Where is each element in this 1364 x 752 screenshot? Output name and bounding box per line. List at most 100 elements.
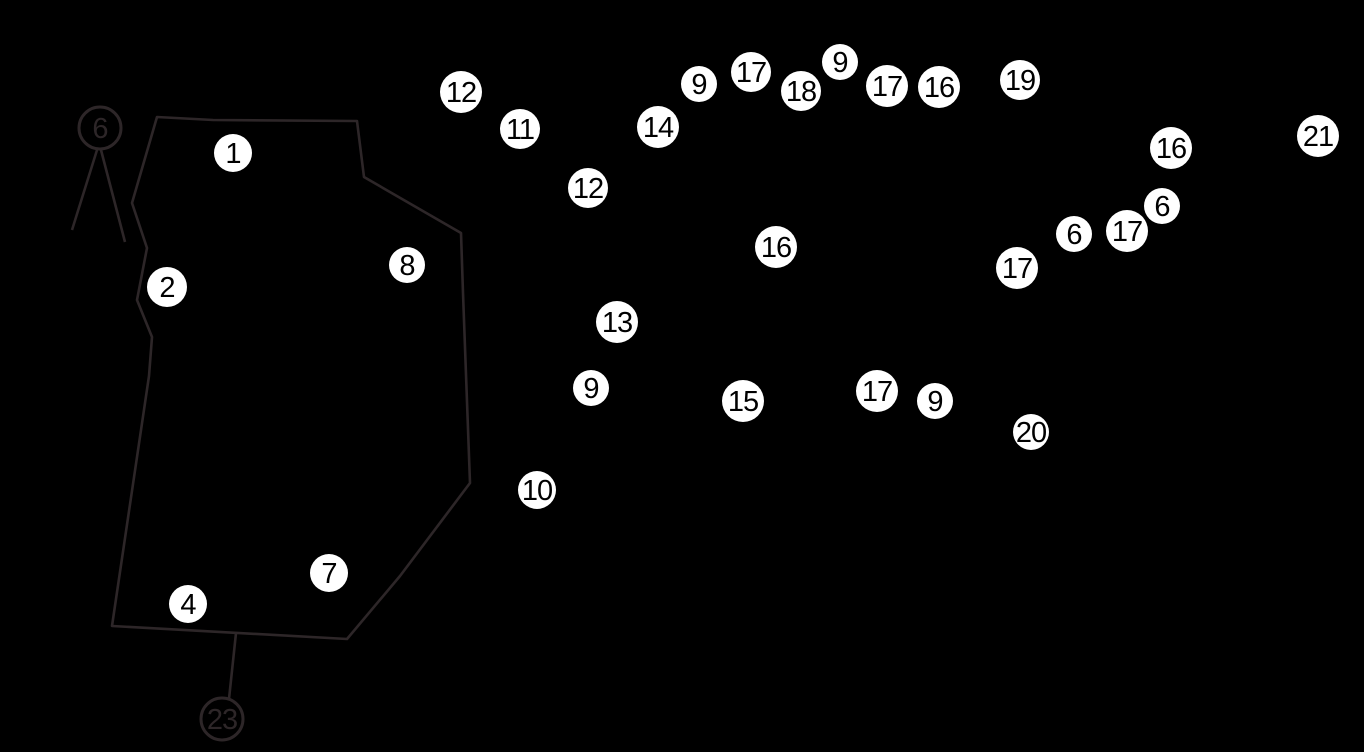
marker-circle bbox=[440, 71, 482, 113]
outlined-circle bbox=[77, 105, 123, 151]
marker-circle bbox=[1056, 216, 1092, 252]
marker-17[interactable]: 17 bbox=[996, 247, 1038, 289]
marker-circle bbox=[147, 267, 187, 307]
marker-number: 17 bbox=[862, 376, 892, 408]
marker-14[interactable]: 14 bbox=[637, 106, 679, 148]
marker-number: 15 bbox=[728, 386, 758, 418]
marker-circle bbox=[1297, 115, 1339, 157]
marker-circle bbox=[1144, 188, 1180, 224]
marker-number: 6 bbox=[1066, 219, 1081, 251]
marker-number: 17 bbox=[1112, 216, 1142, 248]
marker-9[interactable]: 9 bbox=[573, 370, 609, 406]
marker-number: 16 bbox=[1156, 133, 1186, 165]
marker-number: 9 bbox=[691, 69, 706, 101]
marker-circle bbox=[310, 554, 348, 592]
marker-11[interactable]: 11 bbox=[500, 109, 540, 149]
marker-18[interactable]: 18 bbox=[781, 71, 821, 111]
marker-number: 17 bbox=[872, 71, 902, 103]
marker-circle bbox=[389, 247, 425, 283]
marker-circle bbox=[1150, 127, 1192, 169]
marker-number: 19 bbox=[1005, 65, 1035, 97]
marker-17[interactable]: 17 bbox=[1106, 210, 1148, 252]
marker-number: 18 bbox=[786, 76, 816, 108]
marker-number: 23 bbox=[207, 704, 237, 736]
marker-17[interactable]: 17 bbox=[731, 52, 771, 92]
marker-circle bbox=[722, 380, 764, 422]
marker-circle bbox=[1106, 210, 1148, 252]
leader-lines-layer bbox=[70, 149, 238, 700]
marker-circle bbox=[214, 134, 252, 172]
marker-number: 13 bbox=[602, 307, 632, 339]
marker-9[interactable]: 9 bbox=[681, 66, 717, 102]
marker-number: 11 bbox=[506, 114, 534, 146]
marker-number: 9 bbox=[583, 373, 598, 405]
outlined-marker-23[interactable]: 23 bbox=[199, 696, 245, 742]
marker-2[interactable]: 2 bbox=[147, 267, 187, 307]
marker-circle bbox=[169, 585, 207, 623]
outlined-marker-6[interactable]: 6 bbox=[77, 105, 123, 151]
marker-15[interactable]: 15 bbox=[722, 380, 764, 422]
marker-number: 16 bbox=[924, 72, 954, 104]
marker-number: 17 bbox=[736, 57, 766, 89]
marker-number: 17 bbox=[1002, 253, 1032, 285]
marker-6[interactable]: 6 bbox=[1144, 188, 1180, 224]
marker-21[interactable]: 21 bbox=[1297, 115, 1339, 157]
marker-circle bbox=[573, 370, 609, 406]
marker-number: 7 bbox=[321, 558, 336, 590]
marker-circle bbox=[856, 370, 898, 412]
marker-number: 8 bbox=[399, 250, 414, 282]
boundary-outline bbox=[110, 115, 472, 641]
marker-circle bbox=[996, 247, 1038, 289]
marker-number: 6 bbox=[92, 113, 107, 145]
marker-circle bbox=[866, 65, 908, 107]
marker-7[interactable]: 7 bbox=[310, 554, 348, 592]
marker-17[interactable]: 17 bbox=[866, 65, 908, 107]
marker-circle bbox=[1013, 414, 1049, 450]
marker-circle bbox=[568, 168, 608, 208]
marker-number: 12 bbox=[573, 173, 603, 205]
marker-circle bbox=[681, 66, 717, 102]
pointer-line-left bbox=[70, 149, 99, 231]
marker-circle bbox=[518, 471, 556, 509]
boundary-layer bbox=[110, 115, 472, 641]
marker-circle bbox=[637, 106, 679, 148]
marker-circle bbox=[500, 109, 540, 149]
marker-1[interactable]: 1 bbox=[214, 134, 252, 172]
marker-16[interactable]: 16 bbox=[918, 66, 960, 108]
marker-10[interactable]: 10 bbox=[518, 471, 556, 509]
marker-number: 12 bbox=[446, 77, 476, 109]
marker-16[interactable]: 16 bbox=[1150, 127, 1192, 169]
marker-circle bbox=[755, 226, 797, 268]
marker-9[interactable]: 9 bbox=[917, 383, 953, 419]
marker-9[interactable]: 9 bbox=[822, 44, 858, 80]
marker-13[interactable]: 13 bbox=[596, 301, 638, 343]
marker-circle bbox=[596, 301, 638, 343]
marker-circle bbox=[1000, 60, 1040, 100]
connector-line-23 bbox=[227, 632, 238, 700]
marker-6[interactable]: 6 bbox=[1056, 216, 1092, 252]
marker-12[interactable]: 12 bbox=[568, 168, 608, 208]
marker-20[interactable]: 20 bbox=[1013, 414, 1049, 450]
marker-16[interactable]: 16 bbox=[755, 226, 797, 268]
outlined-markers-layer: 6 23 bbox=[77, 105, 245, 742]
marker-circle bbox=[917, 383, 953, 419]
marker-8[interactable]: 8 bbox=[389, 247, 425, 283]
outlined-circle bbox=[199, 696, 245, 742]
marker-17[interactable]: 17 bbox=[856, 370, 898, 412]
marker-number: 20 bbox=[1016, 417, 1046, 449]
marker-19[interactable]: 19 bbox=[1000, 60, 1040, 100]
marker-12[interactable]: 12 bbox=[440, 71, 482, 113]
marker-number: 9 bbox=[832, 47, 847, 79]
marker-number: 14 bbox=[643, 112, 674, 144]
marker-circle bbox=[822, 44, 858, 80]
marker-number: 10 bbox=[522, 475, 552, 507]
pointer-line-right bbox=[99, 149, 127, 243]
marker-number: 16 bbox=[761, 232, 791, 264]
marker-number: 2 bbox=[159, 272, 174, 304]
marker-circle bbox=[918, 66, 960, 108]
marker-circle bbox=[781, 71, 821, 111]
marker-4[interactable]: 4 bbox=[169, 585, 207, 623]
